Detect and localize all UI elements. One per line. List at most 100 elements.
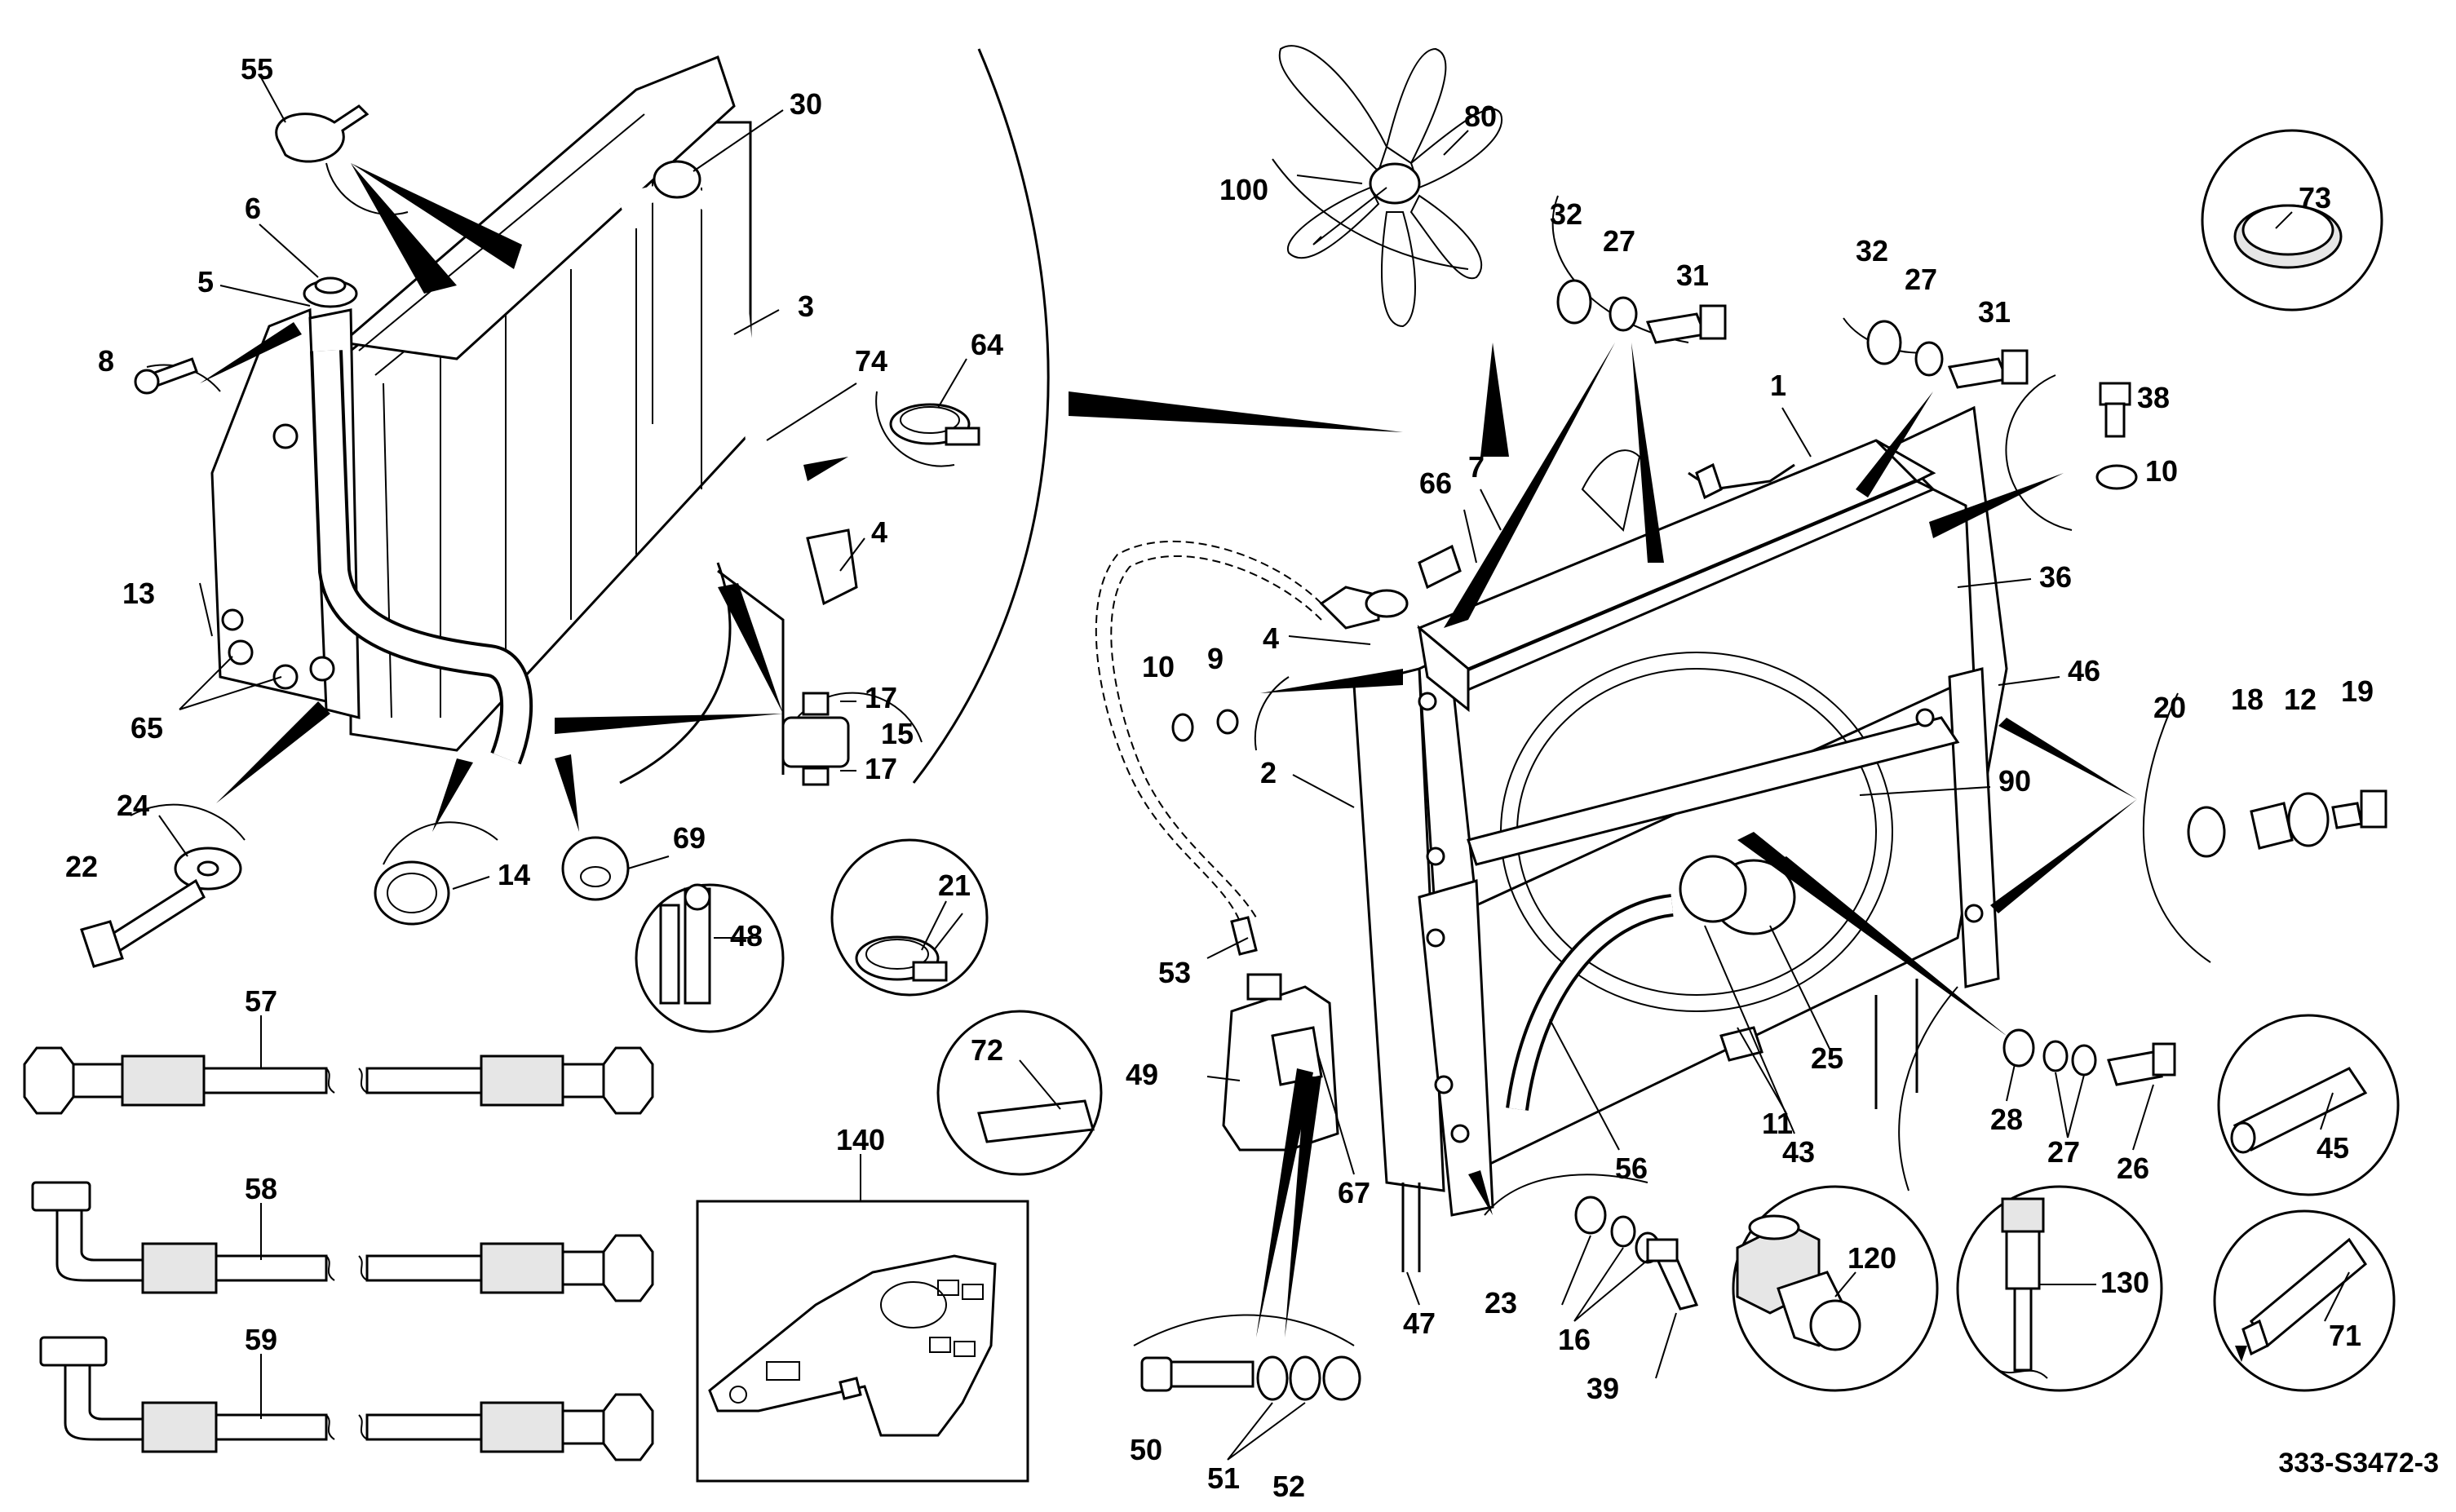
callout-25: 25 [1811, 1041, 1843, 1075]
callout-17-top: 17 [865, 681, 897, 714]
callout-10-left: 10 [1142, 650, 1175, 683]
callout-32-b: 32 [1856, 234, 1888, 267]
callout-74: 74 [855, 344, 887, 378]
callout-16: 16 [1558, 1323, 1591, 1356]
callout-64: 64 [971, 328, 1003, 361]
callout-39: 39 [1586, 1372, 1619, 1405]
callout-10-right: 10 [2145, 454, 2178, 488]
hose-58 [31, 1181, 654, 1302]
main-leader-wedge [1069, 391, 1403, 432]
inset-45-circle [2217, 1014, 2400, 1196]
leader-lines [158, 77, 2350, 1461]
fitting-120 [1736, 1214, 1861, 1351]
callout-23: 23 [1485, 1286, 1517, 1320]
inset-parts-left [80, 104, 980, 968]
fan-80 [1278, 45, 1503, 328]
inset-71-circle [2213, 1209, 2396, 1392]
callout-12: 12 [2284, 683, 2317, 716]
left-inset-arc [912, 48, 1050, 784]
inset-72-circle [936, 1010, 1103, 1176]
radiator-assembly [210, 55, 858, 785]
callout-80: 80 [1464, 99, 1497, 133]
callout-1: 1 [1770, 369, 1786, 402]
callout-6: 6 [245, 192, 261, 225]
callout-19: 19 [2341, 674, 2374, 708]
callout-27-a: 27 [1603, 224, 1635, 258]
fan-shroud [1319, 405, 2008, 1272]
leader-wedges-right [1256, 343, 2137, 1337]
inset-73-circle [2201, 129, 2383, 312]
inset-21-circle [830, 838, 989, 997]
drawing-number: 333-S3472-3 [2278, 1448, 2439, 1479]
callout-22: 22 [65, 850, 98, 883]
inset-120-circle [1732, 1185, 1939, 1392]
seal-48 [659, 883, 759, 1005]
callout-65: 65 [131, 711, 163, 745]
callout-50: 50 [1130, 1433, 1162, 1466]
hose-57 [23, 1046, 654, 1115]
callout-53: 53 [1158, 956, 1191, 989]
expansion-tank-49 [1222, 916, 1339, 1152]
callout-14: 14 [498, 858, 530, 891]
callout-46: 46 [2068, 654, 2100, 687]
inset-48-circle [635, 883, 785, 1033]
callout-51: 51 [1207, 1461, 1240, 1495]
callout-labels: 55 30 6 5 8 3 74 64 4 13 65 17 15 17 24 … [65, 52, 2374, 1503]
callout-69: 69 [673, 821, 706, 855]
callout-66: 66 [1419, 466, 1452, 500]
inset-140-box [696, 1200, 1029, 1483]
callout-47: 47 [1403, 1306, 1436, 1340]
callout-72: 72 [971, 1033, 1003, 1067]
inset-130-circle [1956, 1185, 2163, 1392]
callout-2: 2 [1260, 756, 1277, 789]
callout-48: 48 [730, 919, 763, 953]
callout-31-b: 31 [1978, 295, 2011, 329]
callout-90: 90 [1998, 764, 2031, 798]
callout-120: 120 [1848, 1241, 1896, 1275]
callout-28: 28 [1990, 1103, 2023, 1136]
clamp-21 [855, 913, 963, 982]
callout-15: 15 [881, 717, 914, 750]
callout-31-a: 31 [1676, 259, 1709, 292]
callout-38: 38 [2137, 381, 2170, 414]
callout-9: 9 [1207, 642, 1224, 675]
inset-parts-right [1140, 204, 2387, 1401]
callout-58: 58 [245, 1172, 277, 1205]
callout-8: 8 [98, 344, 114, 378]
callout-56: 56 [1615, 1152, 1648, 1185]
callout-13: 13 [122, 577, 155, 610]
callout-7: 7 [1468, 450, 1485, 484]
gasket-140 [708, 1254, 997, 1437]
fan-arc [1272, 158, 1469, 270]
callout-21: 21 [938, 869, 971, 902]
callout-27-b: 27 [1905, 263, 1937, 296]
callout-5: 5 [197, 265, 214, 298]
callout-32-a: 32 [1550, 197, 1582, 231]
callout-130: 130 [2100, 1266, 2149, 1299]
callout-59: 59 [245, 1323, 277, 1356]
callout-100: 100 [1219, 173, 1268, 206]
callout-18: 18 [2231, 683, 2264, 716]
callout-20: 20 [2153, 691, 2186, 724]
callout-4-right: 4 [1263, 621, 1279, 655]
callout-43: 43 [1782, 1135, 1815, 1169]
callout-17-bottom: 17 [865, 752, 897, 785]
hose-fitting-130 [1998, 1197, 2048, 1379]
callout-57: 57 [245, 984, 277, 1018]
callout-26: 26 [2117, 1152, 2149, 1185]
callout-45: 45 [2317, 1131, 2349, 1165]
callout-4-left: 4 [871, 515, 887, 549]
callout-55: 55 [241, 52, 273, 86]
overflow-hose-dashed [1095, 540, 1322, 922]
callout-71: 71 [2329, 1319, 2361, 1352]
callout-36: 36 [2039, 560, 2072, 594]
hose-59 [39, 1336, 654, 1461]
callout-30: 30 [790, 87, 822, 121]
callout-73: 73 [2299, 181, 2331, 214]
callout-24: 24 [117, 789, 149, 822]
leader-wedges-left [200, 163, 848, 832]
callout-11: 11 [1762, 1107, 1793, 1140]
callout-140: 140 [836, 1123, 885, 1156]
pad-72 [977, 1099, 1095, 1143]
